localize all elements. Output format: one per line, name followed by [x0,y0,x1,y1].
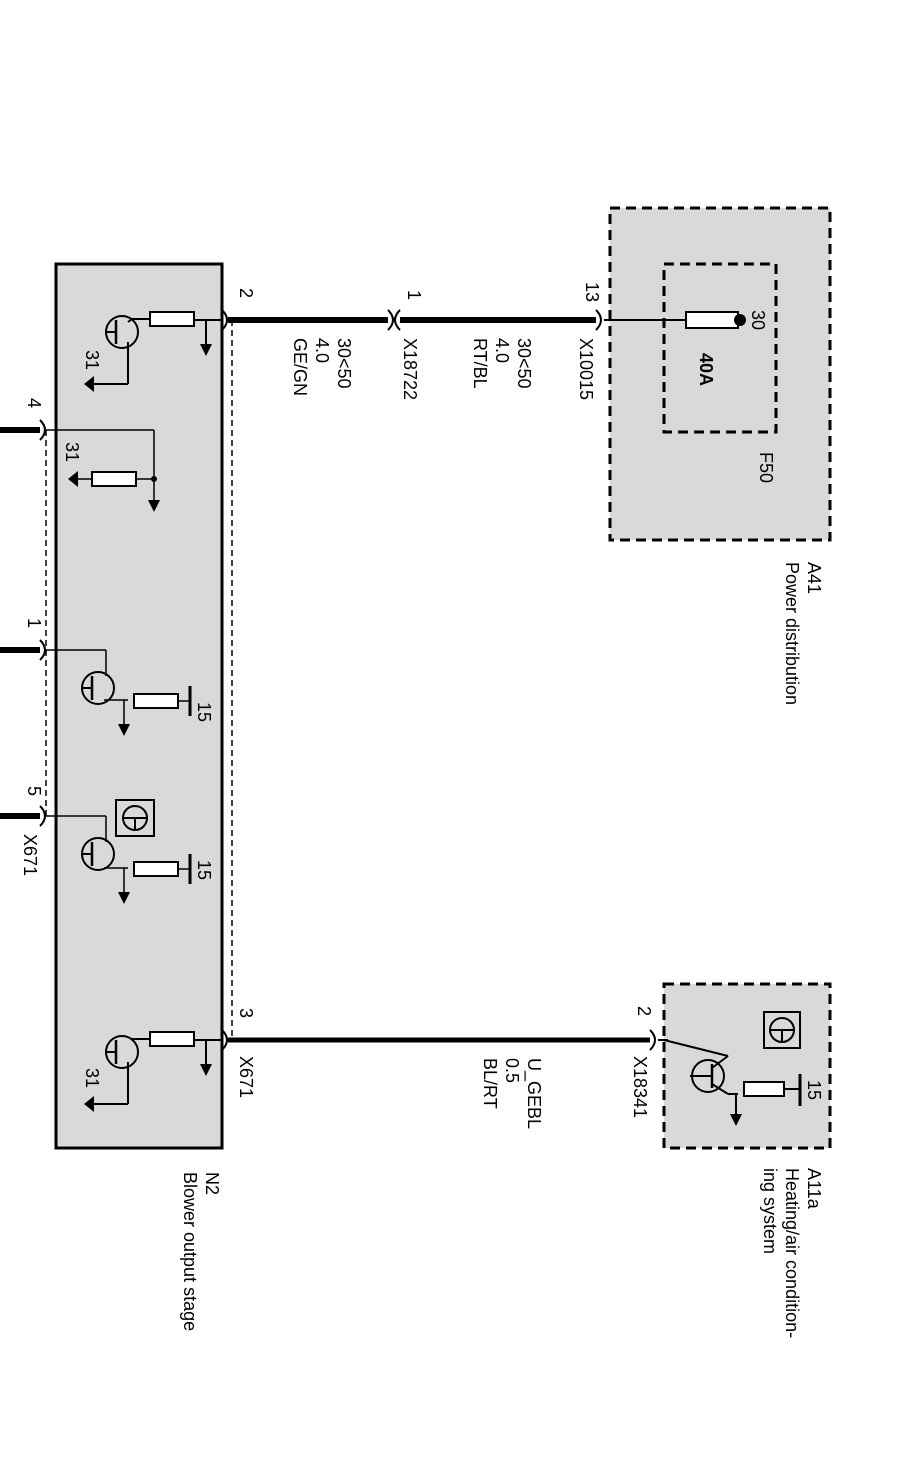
resistor-icon [91,471,137,487]
x671-bottom-pin: 3 [236,1008,256,1018]
connector-x18341-symbol [649,1029,656,1051]
x671-top-pin: 2 [236,288,256,298]
module-a41: 30 40A F50 A41 Power distribution [608,206,832,705]
ground-arrow-icon [200,344,212,356]
wire-bl-rt-signal: U_GEBL [523,1058,544,1129]
x18341-pin: 2 [634,1006,654,1016]
a41-box [608,206,832,542]
a11a-box [662,982,832,1150]
n2-supply-label: 15 [194,702,214,722]
a11a-name-line2: ing system [760,1168,780,1254]
x671-pin-1: 1 [24,618,44,628]
connector-x18722-symbol [387,309,394,331]
connector-x10015-symbol [595,309,602,331]
n2-id: N2 [202,1172,222,1195]
resistor-icon [133,693,179,709]
wire-bl-rt-gauge: 0.5 [502,1058,522,1083]
x10015-pin: 13 [582,282,602,302]
n2-output-bottom: 31 [82,1031,222,1112]
x18341-id: X18341 [630,1056,650,1118]
x671-bottom-id: X671 [236,1056,256,1098]
a11a-id: A11a [804,1168,824,1210]
ground-arrow-icon [730,1114,742,1126]
n2-ground-label: 31 [62,442,82,462]
fuse-terminal-label: 30 [748,310,768,330]
n2-supply-label: 15 [194,860,214,880]
a41-name: Power distribution [782,562,802,705]
resistor-icon [149,1031,195,1047]
wire-ge-gn-gauge: 4.0 [312,338,332,363]
ground-arrow-icon [68,471,78,487]
fuse-f50-symbol [685,311,739,329]
resistor-icon [149,311,195,327]
labels: 13 X10015 1 X18722 30<50 4.0 RT/BL 30<50… [20,282,654,1129]
n2-input-pin1: 15 [46,649,214,736]
n2-name: Blower output stage [180,1172,200,1331]
x10015-id: X10015 [576,338,596,400]
sensor-icon-box [763,1011,801,1049]
connector-x671-bottom-symbol [221,1029,228,1051]
resistor-icon [133,861,179,877]
x18722-id: X18722 [400,338,420,400]
wire-bl-rt-color: BL/RT [480,1058,500,1109]
ground-arrow-icon [148,500,160,512]
fuse-id: F50 [756,452,776,483]
ground-arrow-icon [118,724,130,736]
x18722-pin: 1 [404,290,424,300]
ground-arrow-icon [118,892,130,904]
x671-left-id: X671 [20,834,40,876]
ground-arrow-icon [84,376,94,392]
wire-ge-gn-signal: 30<50 [334,338,354,389]
wire-rt-bl-color: RT/BL [470,338,490,389]
a41-id: A41 [804,562,824,594]
fuse-rating: 40A [696,353,716,386]
n2-input-pin4: 31 [46,429,160,512]
x671-pin-5: 5 [24,786,44,796]
wire-ge-gn-color: GE/GN [290,338,310,396]
n2-output-top: 31 [82,311,222,392]
wire-rt-bl-signal: 30<50 [514,338,534,389]
n2-input-pin5: 15 [46,799,214,904]
a11a-supply-label: 15 [804,1080,824,1100]
wires [0,309,686,1051]
x671-pin-4: 4 [24,398,44,408]
ground-arrow-icon [200,1064,212,1076]
fuse-terminal-dot [734,314,746,326]
resistor-icon [743,1081,785,1097]
n2-ground-label: 31 [82,1068,102,1088]
connector-x671-top-symbol [221,309,228,331]
ground-arrow-icon [84,1096,94,1112]
a11a-name-line1: Heating/air condition- [782,1168,802,1338]
wire-rt-bl-gauge: 4.0 [492,338,512,363]
f50-box [662,262,778,434]
module-a11a: 15 A11a Heating/air condition- ing syste… [662,982,832,1338]
n2-ground-label: 31 [82,350,102,370]
module-n2: 31 31 15 [45,262,233,1331]
sensor-icon-box [115,799,155,837]
